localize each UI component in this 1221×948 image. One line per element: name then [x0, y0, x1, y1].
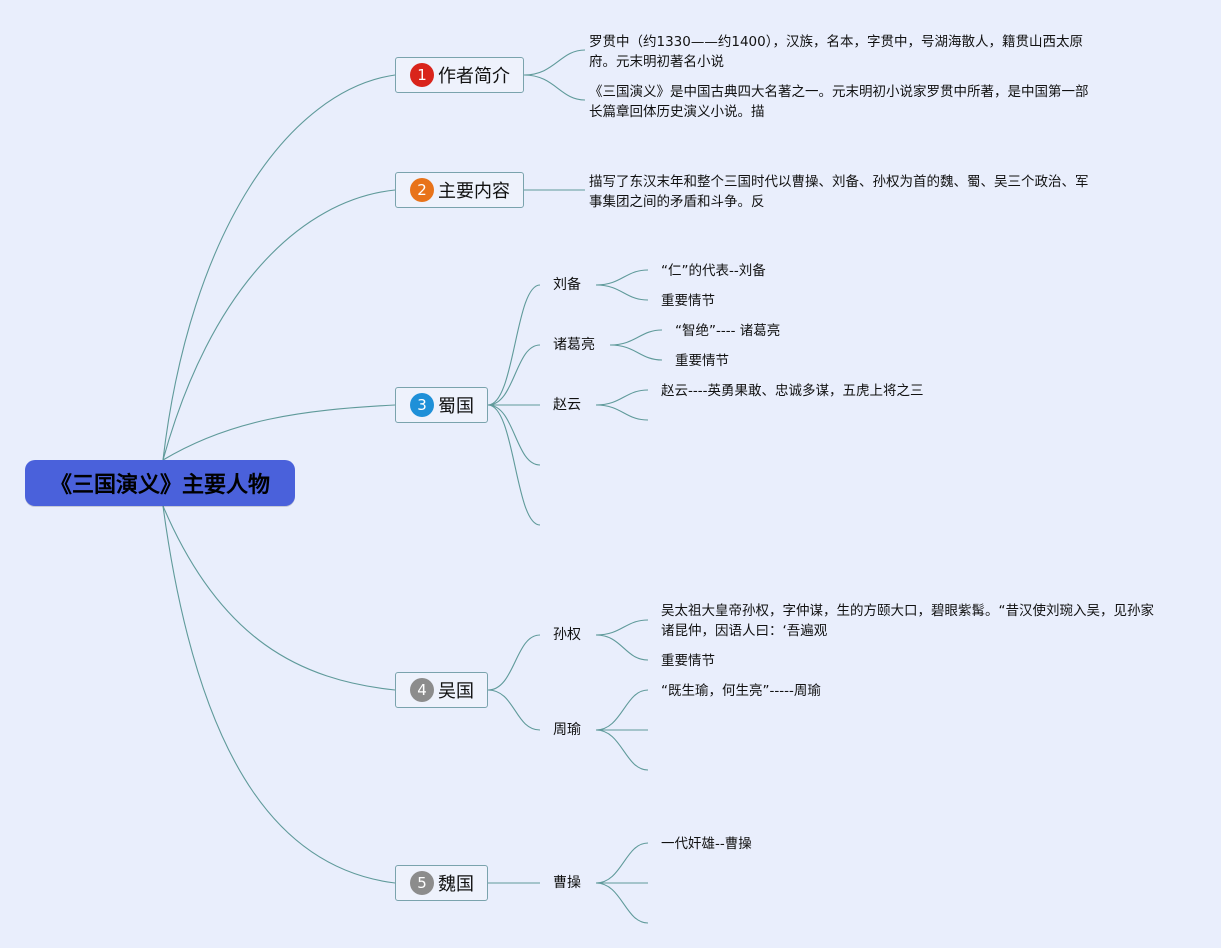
number-5-icon: 5	[410, 871, 434, 895]
number-3-icon: 3	[410, 393, 434, 417]
topic-wei[interactable]: 5 魏国	[395, 865, 488, 901]
number-2-icon: 2	[410, 178, 434, 202]
novel-intro-text: 《三国演义》是中国古典四大名著之一。元末明初小说家罗贯中所著，是中国第一部长篇章…	[589, 84, 1089, 120]
topic-label: 蜀国	[438, 396, 474, 417]
number-4-icon: 4	[410, 678, 434, 702]
leaf-zhuge-zhijue[interactable]: “智绝”---- 诸葛亮	[675, 323, 781, 339]
node-zhaoyun[interactable]: 赵云	[553, 397, 581, 413]
leaf-zhouyu-quote[interactable]: “既生瑜，何生亮”-----周瑜	[661, 683, 821, 699]
main-content-text: 描写了东汉末年和整个三国时代以曹操、刘备、孙权为首的魏、蜀、吴三个政治、军事集团…	[589, 174, 1089, 210]
leaf-caocao-desc[interactable]: 一代奸雄--曹操	[661, 836, 752, 852]
leaf-liubei-ren[interactable]: “仁”的代表--刘备	[661, 263, 766, 279]
node-zhouyu[interactable]: 周瑜	[553, 722, 581, 738]
node-zhugeliang[interactable]: 诸葛亮	[553, 337, 595, 353]
topic-wu[interactable]: 4 吴国	[395, 672, 488, 708]
node-liubei[interactable]: 刘备	[553, 277, 581, 293]
node-sunquan[interactable]: 孙权	[553, 627, 581, 643]
leaf-sunquan-plot[interactable]: 重要情节	[661, 653, 715, 669]
leaf-liubei-plot[interactable]: 重要情节	[661, 293, 715, 309]
leaf-zhuge-plot[interactable]: 重要情节	[675, 353, 729, 369]
topic-label: 作者简介	[438, 66, 510, 87]
root-node[interactable]: 《三国演义》主要人物	[25, 460, 295, 506]
topic-label: 魏国	[438, 874, 474, 895]
topic-author[interactable]: 1 作者简介	[395, 57, 524, 93]
root-label: 《三国演义》主要人物	[49, 473, 270, 498]
number-1-icon: 1	[410, 63, 434, 87]
topic-label: 主要内容	[438, 181, 510, 202]
topic-content[interactable]: 2 主要内容	[395, 172, 524, 208]
leaf-sunquan-desc[interactable]: 吴太祖大皇帝孙权，字仲谋，生的方颐大口，碧眼紫髯。“昔汉使刘琬入吴，见孙家诸昆仲…	[661, 603, 1154, 639]
author-intro-text: 罗贯中（约1330——约1400），汉族，名本，字贯中，号湖海散人，籍贯山西太原…	[589, 34, 1083, 70]
topic-shu[interactable]: 3 蜀国	[395, 387, 488, 423]
leaf-zhaoyun-desc[interactable]: 赵云----英勇果敢、忠诚多谋，五虎上将之三	[661, 383, 924, 399]
node-caocao[interactable]: 曹操	[553, 875, 581, 891]
topic-label: 吴国	[438, 681, 474, 702]
